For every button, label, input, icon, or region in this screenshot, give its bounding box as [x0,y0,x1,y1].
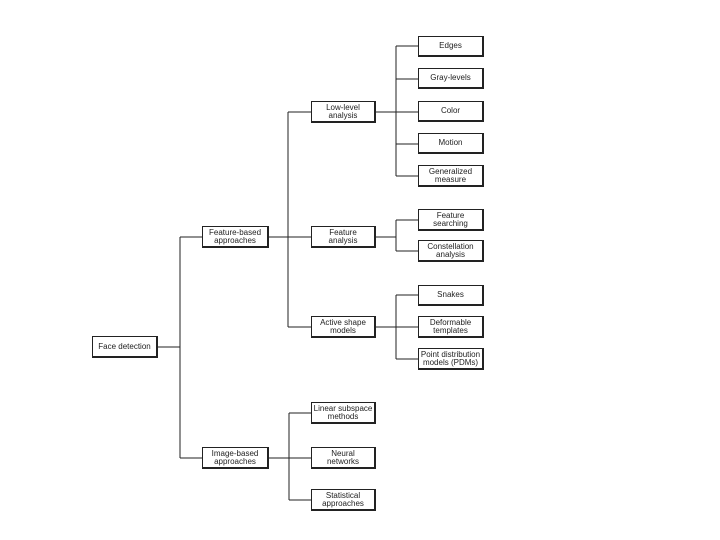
node-label: Active shape models [320,317,366,335]
node-label: Motion [438,138,463,147]
node-label: Low-level analysis [326,102,360,120]
node-label: Feature searching [433,210,468,228]
node-label: Edges [439,41,462,50]
node-label: Face detection [98,341,151,351]
node-motion: Motion [418,133,484,154]
node-neural-networks: Neural networks [311,447,376,469]
node-feature-analysis: Feature analysis [311,226,376,248]
node-face-detection: Face detection [92,336,158,358]
node-snakes: Snakes [418,285,484,306]
node-feature-searching: Feature searching [418,209,484,231]
node-statistical-approaches: Statistical approaches [311,489,376,511]
node-active-shape-models: Active shape models [311,316,376,338]
node-low-level-analysis: Low-level analysis [311,101,376,123]
node-label: Constellation analysis [427,241,474,259]
node-generalized-measure: Generalized measure [418,165,484,187]
node-label: Color [440,106,461,115]
node-label: Point distribution models (PDMs) [420,349,481,367]
node-label: Linear subspace methods [313,403,373,421]
node-label: Deformable templates [429,317,472,335]
node-feature-based-approaches: Feature-based approaches [202,226,269,248]
node-color: Color [418,101,484,122]
node-label: Statistical approaches [322,490,364,508]
node-edges: Edges [418,36,484,57]
node-label: Gray-levels [430,73,471,82]
node-label: Generalized measure [428,166,473,184]
node-label: Neural networks [326,448,359,466]
node-image-based-approaches: Image-based approaches [202,447,269,469]
node-label: Image-based approaches [211,448,259,466]
node-point-distribution-models: Point distribution models (PDMs) [418,348,484,370]
node-deformable-templates: Deformable templates [418,316,484,338]
node-gray-levels: Gray-levels [418,68,484,89]
node-label: Snakes [437,290,464,299]
node-linear-subspace-methods: Linear subspace methods [311,402,376,424]
node-label: Feature analysis [328,227,358,245]
node-constellation-analysis: Constellation analysis [418,240,484,262]
node-label: Feature-based approaches [208,227,262,245]
